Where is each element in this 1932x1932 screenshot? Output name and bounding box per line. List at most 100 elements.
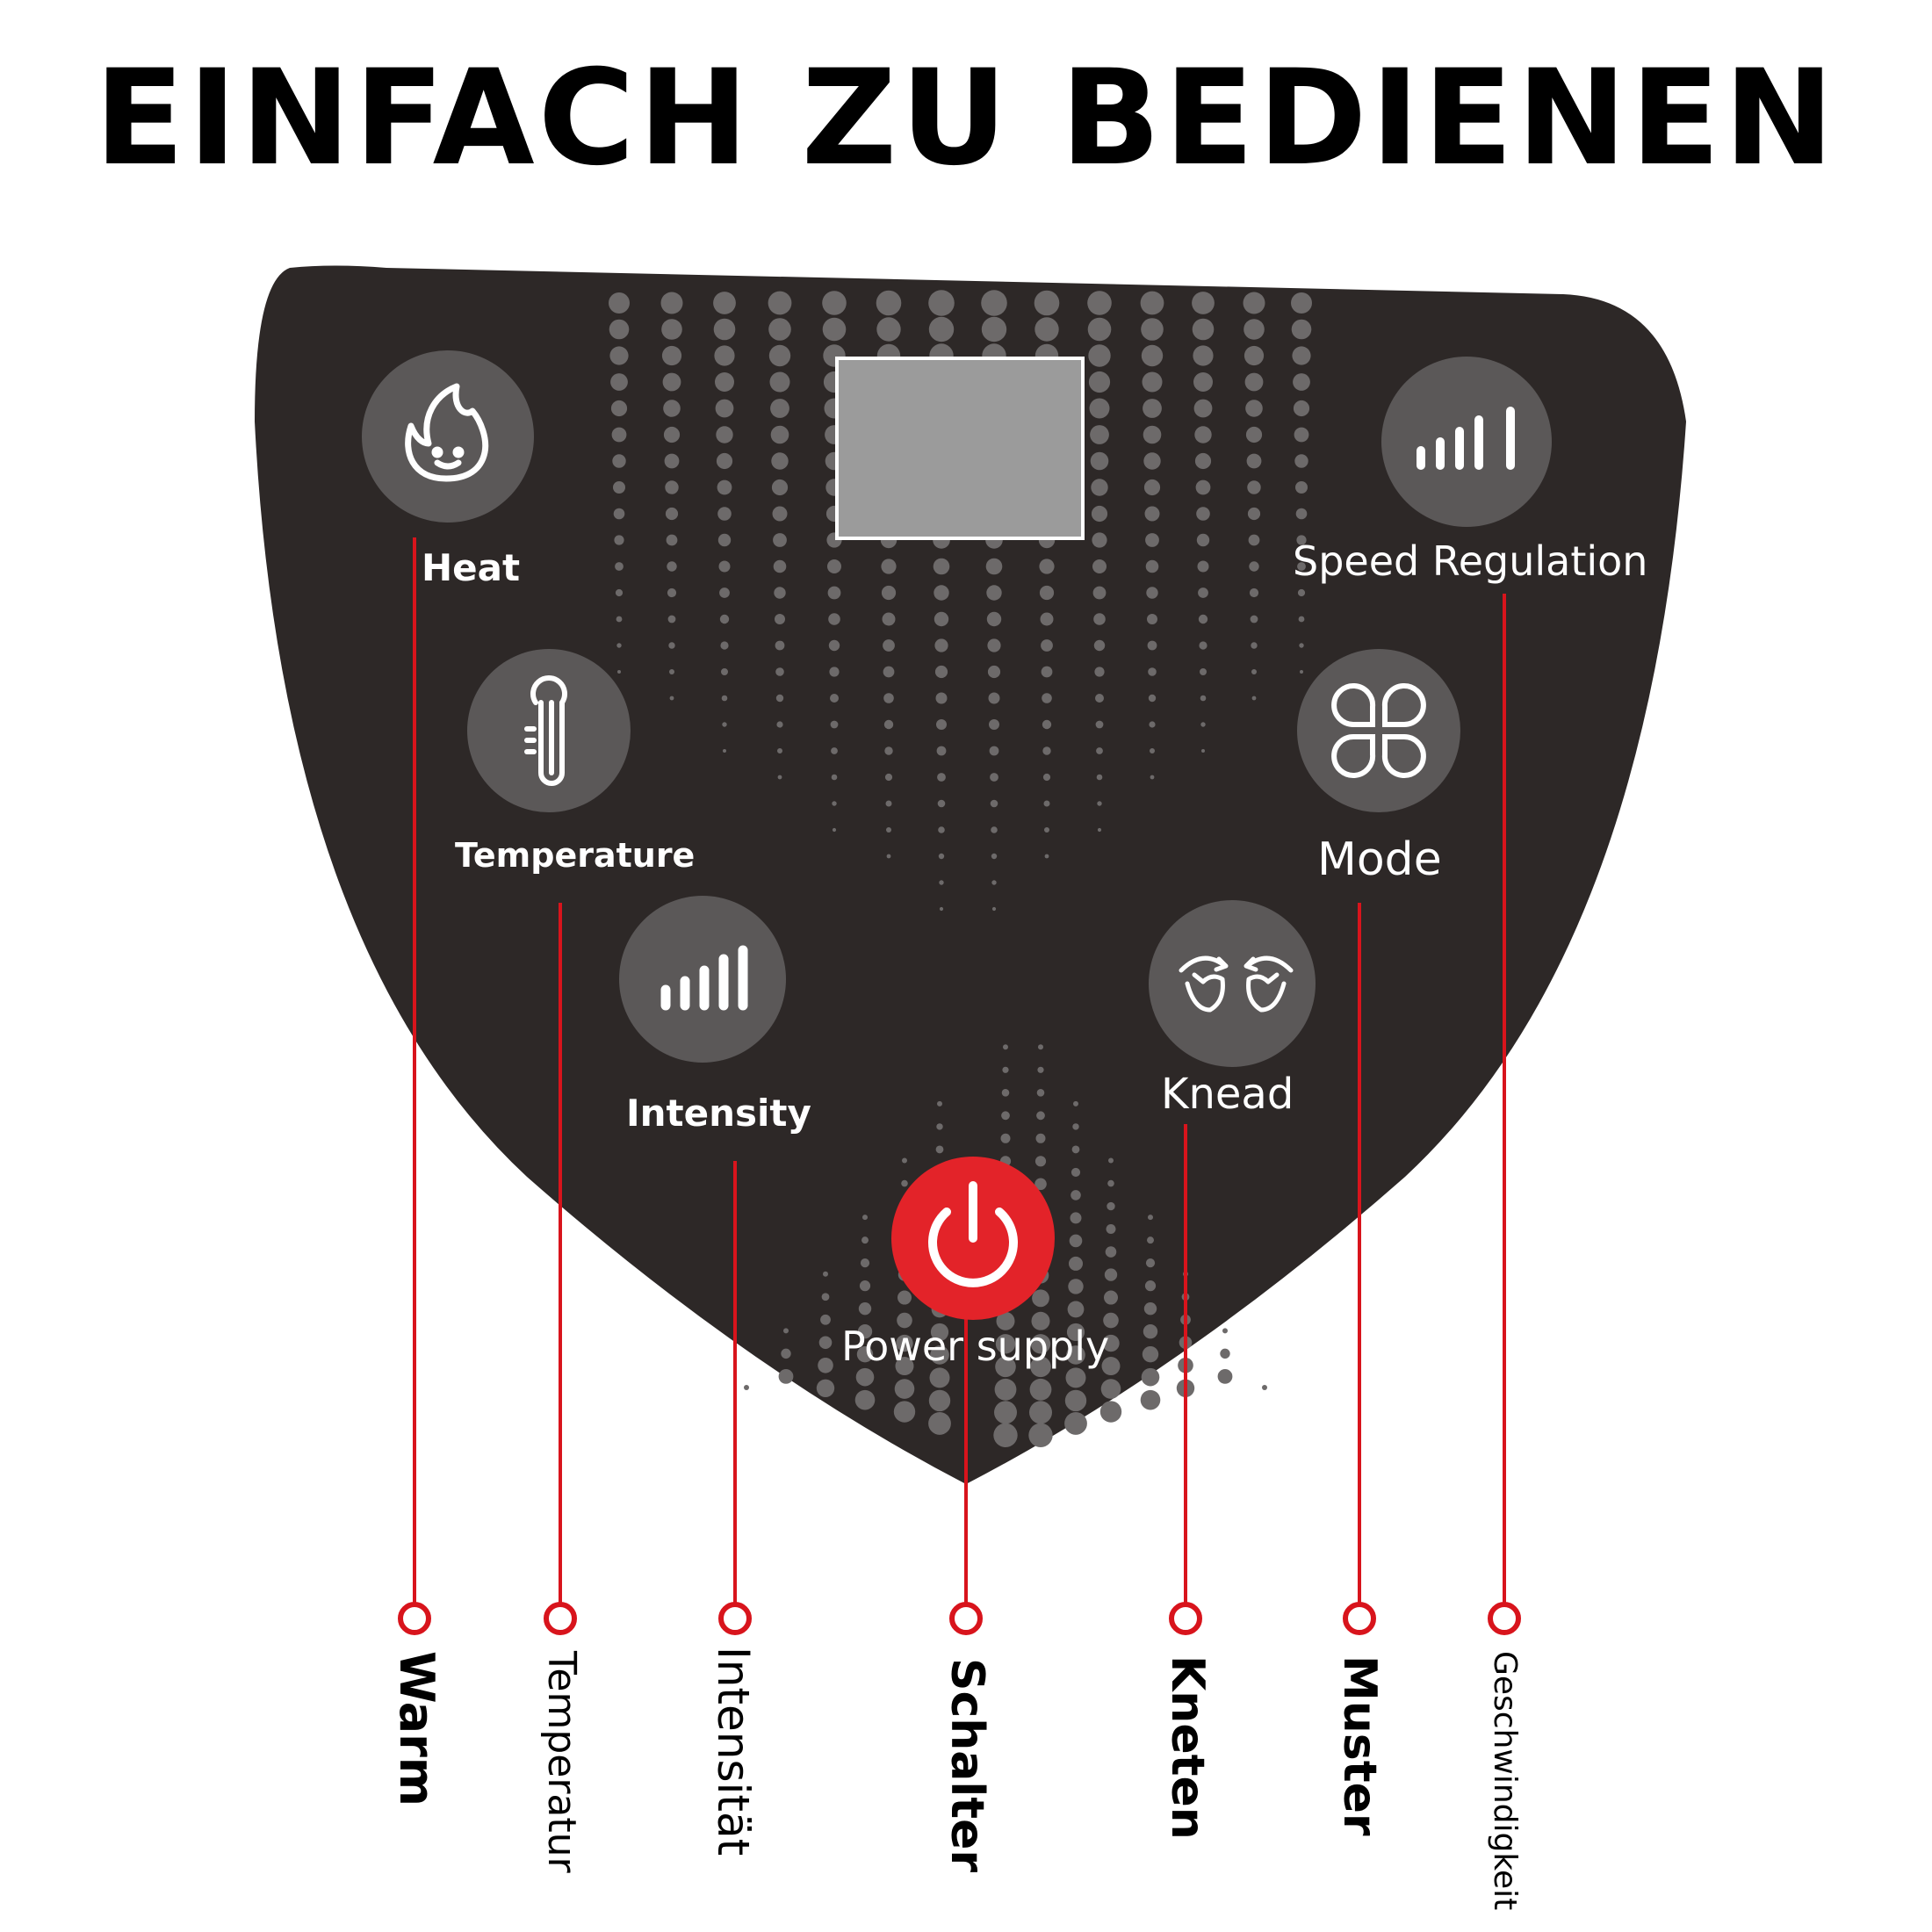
- pattern-dot: [1097, 827, 1102, 833]
- pattern-dot: [1141, 344, 1164, 367]
- pattern-dot: [1200, 695, 1207, 702]
- pattern-dot: [715, 399, 734, 418]
- pattern-dot: [717, 507, 732, 521]
- pattern-dot: [770, 425, 789, 444]
- pattern-dot: [1143, 452, 1161, 470]
- pattern-dot: [937, 1100, 942, 1107]
- pattern-dot: [987, 638, 1001, 652]
- pattern-dot: [777, 775, 782, 780]
- pattern-dot: [744, 1385, 749, 1390]
- pattern-dot: [775, 640, 785, 651]
- heat-button[interactable]: [362, 350, 534, 523]
- power-button[interactable]: [891, 1157, 1055, 1320]
- pattern-dot: [893, 1401, 916, 1423]
- pattern-dot: [896, 1334, 913, 1352]
- pattern-dot: [1028, 1423, 1053, 1448]
- pattern-dot: [935, 692, 948, 704]
- pattern-dot: [1067, 1301, 1085, 1318]
- pattern-dot: [718, 560, 731, 573]
- pattern-dot: [1147, 1236, 1154, 1244]
- pattern-dot: [1029, 1378, 1052, 1401]
- pattern-dot: [1143, 425, 1162, 444]
- pattern-dot: [936, 1123, 943, 1130]
- pattern-dot: [1090, 451, 1109, 471]
- pattern-dot: [1144, 1280, 1157, 1292]
- pattern-dot: [1036, 1111, 1045, 1121]
- pattern-dot: [1193, 399, 1213, 418]
- pattern-dot: [1250, 615, 1258, 624]
- power-icon: [928, 1181, 1018, 1287]
- pattern-dot: [1143, 399, 1162, 418]
- pattern-dot: [1071, 1145, 1080, 1154]
- pattern-dot: [1091, 505, 1108, 523]
- pattern-dot: [1199, 641, 1208, 650]
- pattern-dot: [1148, 1215, 1153, 1221]
- pattern-dot: [1091, 479, 1108, 496]
- pattern-dot: [1042, 719, 1052, 730]
- pattern-dot: [936, 746, 947, 756]
- pattern-dot: [1145, 559, 1159, 573]
- pattern-dot: [897, 1312, 912, 1329]
- pattern-dot: [1094, 667, 1105, 677]
- pattern-dot: [989, 746, 999, 756]
- pattern-dot: [902, 1157, 907, 1164]
- pattern-dot: [991, 826, 998, 833]
- pattern-dot: [991, 906, 997, 912]
- pattern-dot: [617, 670, 621, 674]
- legend-geschwindigkeit-text: Geschwindigkeit: [1487, 1651, 1523, 1911]
- pattern-dot: [895, 1357, 914, 1376]
- lcd-display: [835, 357, 1085, 540]
- pattern-dot: [831, 774, 838, 781]
- pattern-dot: [1299, 643, 1304, 648]
- pattern-dot: [994, 1401, 1017, 1424]
- pattern-dot: [1145, 533, 1159, 547]
- control-panel: [255, 265, 1686, 1484]
- pattern-dot: [1096, 747, 1103, 754]
- pattern-dot: [987, 665, 1001, 679]
- pattern-dot: [669, 696, 674, 701]
- pattern-dot: [1088, 371, 1111, 393]
- pattern-dot: [662, 372, 681, 392]
- pattern-dot: [613, 508, 625, 520]
- speed-regulation-button[interactable]: [1381, 357, 1552, 527]
- pattern-dot: [818, 1357, 833, 1373]
- pattern-dot: [991, 853, 998, 860]
- pattern-dot: [1143, 479, 1161, 496]
- pattern-dot: [1244, 345, 1265, 366]
- pattern-dot: [611, 427, 627, 443]
- temperature-button[interactable]: [467, 649, 631, 812]
- pattern-dot: [1104, 1268, 1118, 1281]
- pattern-dot: [1244, 319, 1265, 340]
- pattern-dot: [1298, 616, 1305, 623]
- knead-button[interactable]: [1149, 900, 1316, 1067]
- pattern-dot: [1107, 1179, 1114, 1187]
- pattern-dot: [1142, 1345, 1159, 1363]
- pattern-dot: [1035, 1133, 1046, 1143]
- pattern-dot: [668, 642, 675, 649]
- heat-label: Heat: [422, 546, 521, 589]
- pattern-dot: [933, 558, 950, 575]
- pattern-dot: [1245, 426, 1263, 443]
- pattern-dot: [884, 746, 893, 755]
- pattern-dot: [828, 639, 840, 652]
- pattern-dot: [1096, 774, 1103, 781]
- pattern-dot: [1145, 1258, 1156, 1268]
- pattern-dot: [930, 1323, 949, 1342]
- pattern-dot: [1141, 318, 1164, 341]
- pattern-dot: [783, 1328, 789, 1334]
- pattern-dot: [860, 1258, 870, 1268]
- mode-button[interactable]: [1297, 649, 1460, 812]
- pattern-dot: [929, 1367, 950, 1388]
- pattern-dot: [939, 880, 944, 885]
- pattern-dot: [773, 559, 787, 573]
- pattern-dot: [1196, 533, 1210, 547]
- pattern-dot: [1249, 561, 1259, 572]
- pattern-dot: [1001, 1089, 1010, 1097]
- intensity-button[interactable]: [619, 896, 786, 1063]
- pattern-dot: [1097, 801, 1102, 806]
- pattern-dot: [1147, 614, 1157, 624]
- pattern-dot: [1220, 1348, 1230, 1359]
- pattern-dot: [996, 1311, 1015, 1330]
- pattern-dot: [667, 561, 677, 572]
